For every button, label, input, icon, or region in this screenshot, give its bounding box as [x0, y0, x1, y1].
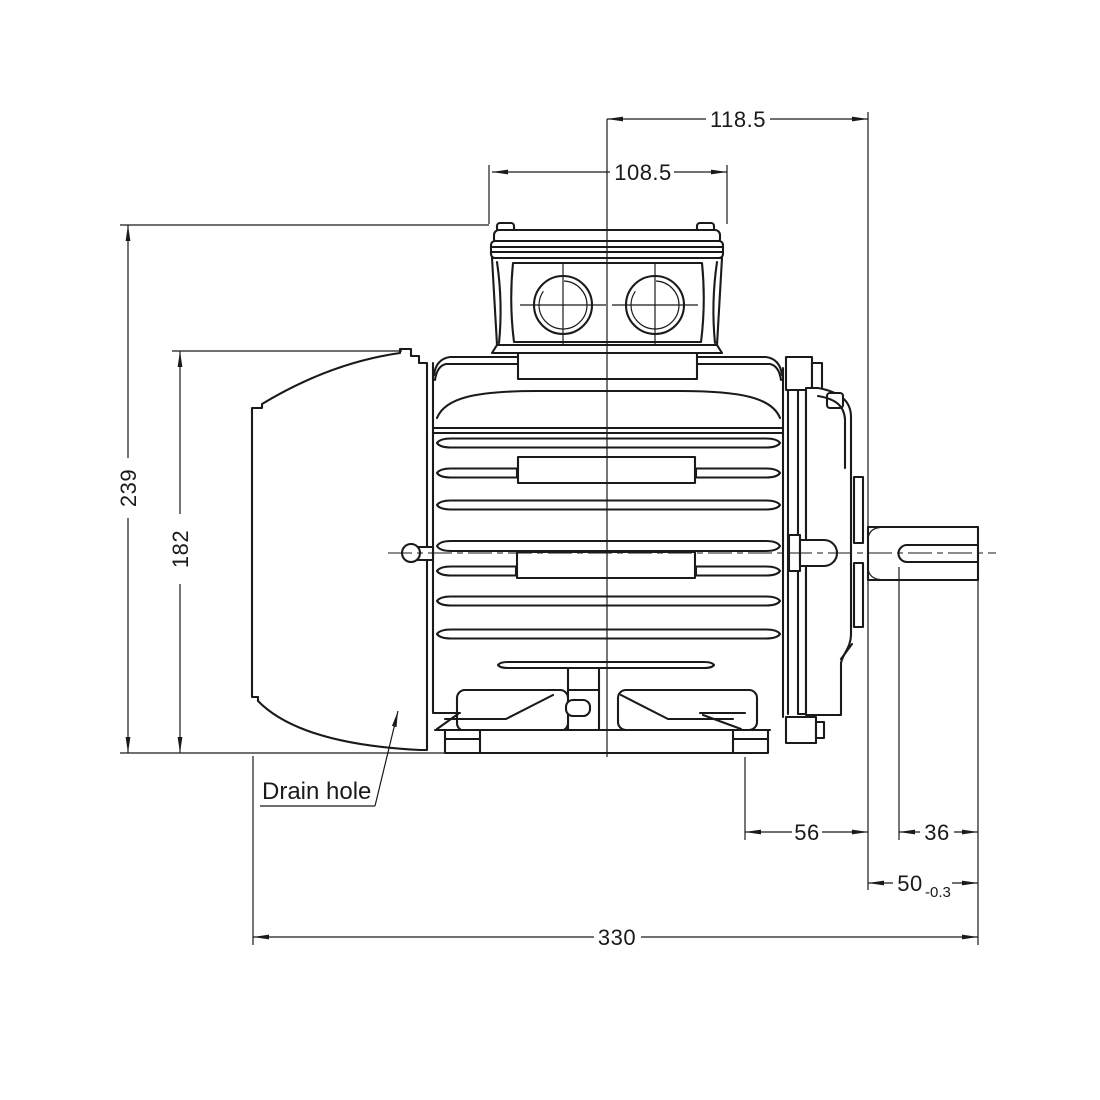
dimension-annotations: 118.5 108.5 239 182 56 36 50 -0.3 330 D: [116, 107, 979, 950]
dim-shaft-ext-tolerance-label: -0.3: [925, 884, 951, 901]
fan-cover: [250, 347, 429, 752]
dim-overall-length-label: 330: [598, 925, 636, 950]
body-plate-center: [515, 550, 697, 580]
drain-notch: [839, 642, 854, 661]
dim-center-to-shoulder-label: 118.5: [710, 107, 766, 132]
motor-body: [431, 351, 790, 719]
bracket-foot: [784, 715, 818, 745]
dim-shaft-ext-length-label: 50: [897, 871, 922, 896]
end-bracket: [784, 355, 865, 745]
drain-hole-annotation: Drain hole: [260, 710, 399, 807]
centerlines: [388, 119, 996, 757]
dim-height-body-label: 182: [168, 530, 193, 568]
gland-hole-right: [612, 263, 698, 347]
dim-height-overall-label: 239: [116, 469, 141, 507]
dim-terminal-box-width-label: 108.5: [614, 160, 672, 185]
cooling-fins: [435, 437, 782, 640]
drain-hole-label: Drain hole: [262, 778, 371, 805]
gland-hole-left: [520, 263, 606, 347]
lifting-eye: [784, 355, 814, 392]
dim-foot-to-shoulder-label: 56: [794, 820, 819, 845]
mounting-feet: [431, 660, 772, 755]
dim-key-length-label: 36: [924, 820, 949, 845]
